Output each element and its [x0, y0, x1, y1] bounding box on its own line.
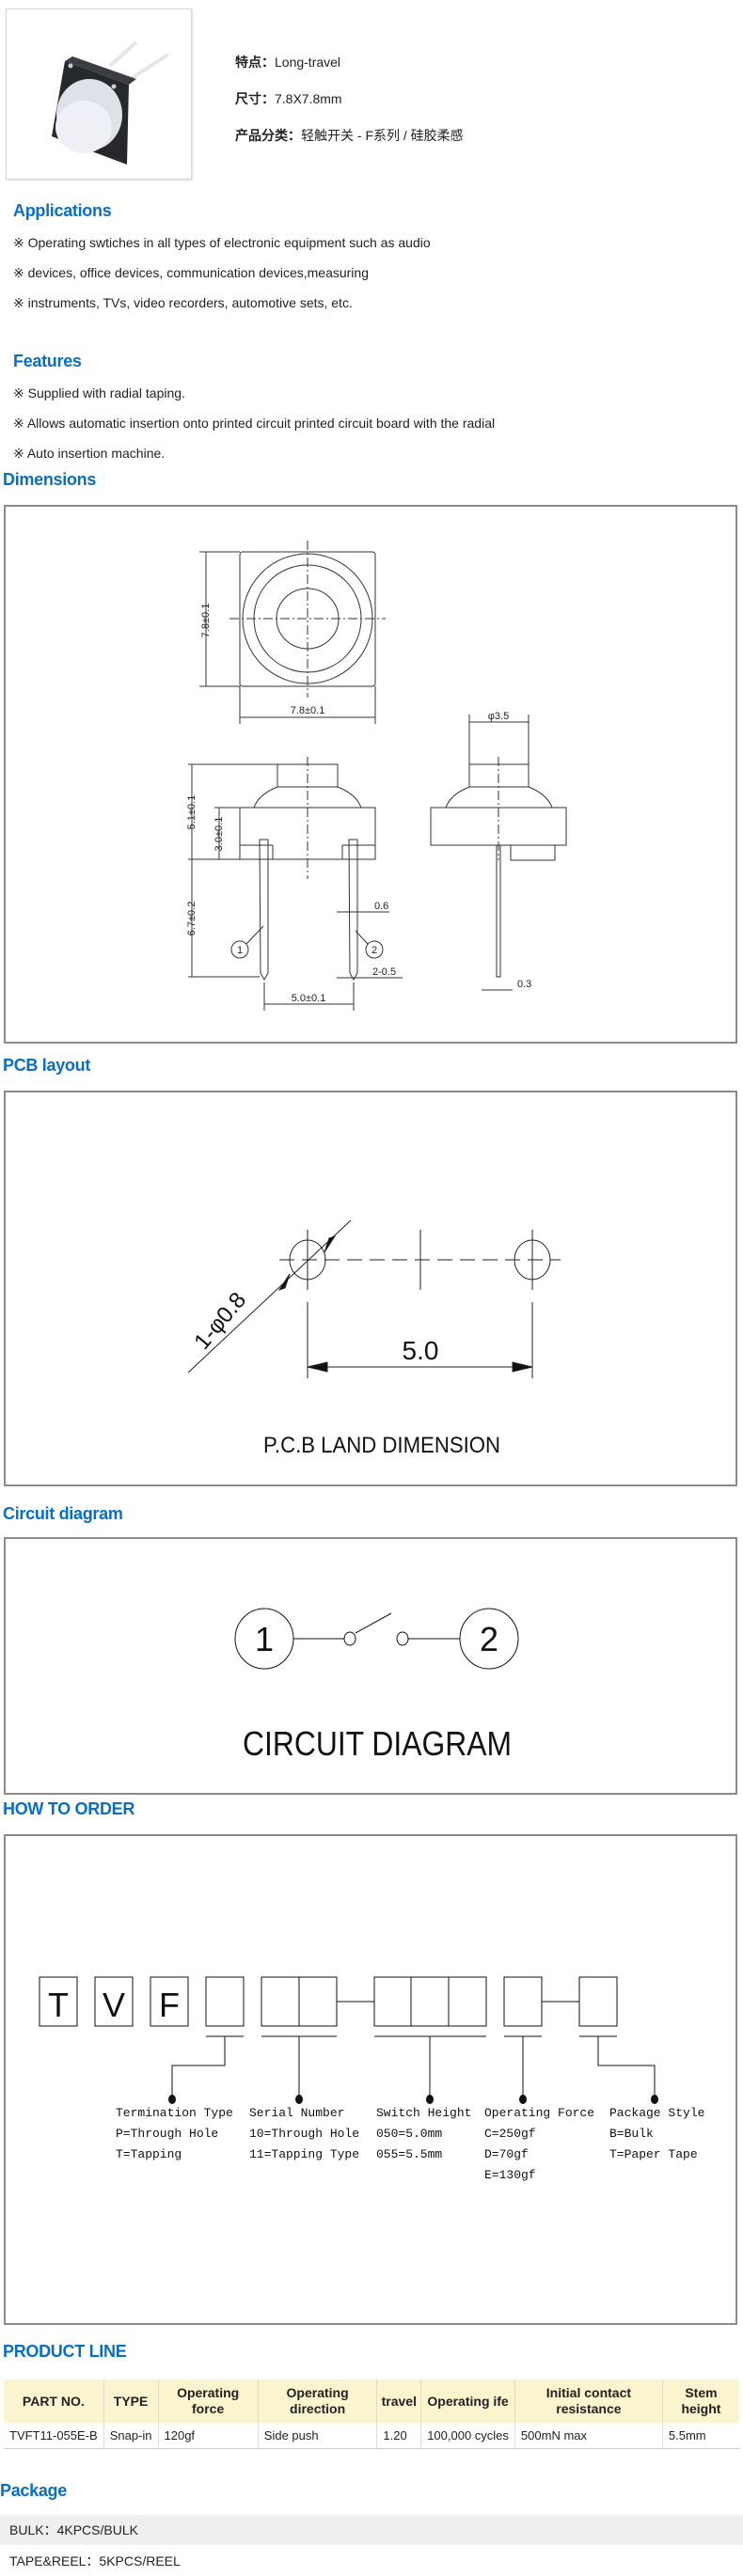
order-option: 050=5.0mm [376, 2127, 443, 2141]
order-option: E=130gf [484, 2168, 536, 2182]
order-option: B=Bulk [609, 2127, 654, 2141]
features-heading: Features [13, 352, 82, 370]
cell-operating-direction: Side push [258, 2423, 378, 2449]
cell-operating-life: 100,000 cycles [420, 2423, 515, 2449]
cell-stem-height: 5.5mm [662, 2423, 739, 2449]
dim-pin-width-label: 0.6 [374, 901, 388, 912]
order-option: D=70gf [484, 2147, 529, 2161]
col-contact-resistance: Initial contact resistance [514, 2380, 663, 2423]
order-code-diagram: T V F [39, 1976, 658, 2104]
order-group-title: Serial Number [249, 2106, 345, 2120]
dim-thickness-label: 0.3 [517, 979, 531, 990]
package-tape-reel: TAPE&REEL：5KPCS/REEL [9, 2553, 181, 2568]
dim-body-label: 3.0±0.1 [213, 817, 225, 852]
cell-contact-resistance: 500mN max [514, 2423, 663, 2449]
package-bulk: BULK：4KPCS/BULK [0, 2515, 743, 2545]
col-operating-life: Operating ife [420, 2380, 515, 2423]
product-line-heading: PRODUCT LINE [3, 2342, 127, 2361]
dimensions-heading: Dimensions [3, 470, 97, 489]
feature-line: ※ Allows automatic insertion onto printe… [13, 416, 496, 431]
order-group-serial: Serial Number 10=Through Hole 11=Tapping… [249, 2103, 359, 2165]
product-image [6, 8, 192, 180]
order-option: 11=Tapping Type [249, 2147, 360, 2161]
circuit-drawing-frame: 1 2 CIRCUIT DIAGRAM [4, 1537, 737, 1795]
spec-value: Long-travel [275, 55, 341, 70]
order-letter-v: V [103, 1986, 125, 2024]
col-operating-direction: Operating direction [258, 2380, 378, 2423]
col-part-no: PART NO. [4, 2380, 104, 2423]
spec-label: 产品分类： [235, 128, 301, 143]
table-header-row: PART NO. TYPE Operating force Operating … [4, 2380, 739, 2423]
col-type: TYPE [103, 2380, 159, 2423]
pcb-heading: PCB layout [3, 1056, 91, 1075]
circuit-pin1-label: 1 [255, 1620, 274, 1658]
spec-label: 特点： [235, 55, 275, 70]
pcb-caption: P.C.B LAND DIMENSION [263, 1433, 500, 1458]
product-line-table: PART NO. TYPE Operating force Operating … [4, 2380, 739, 2449]
order-option: T=Tapping [116, 2147, 182, 2161]
circuit-caption: CIRCUIT DIAGRAM [243, 1724, 512, 1763]
applications-heading: Applications [13, 201, 112, 220]
order-group-title: Switch Height [376, 2106, 472, 2120]
dim-pitch-label: 5.0±0.1 [292, 993, 326, 1004]
circuit-heading: Circuit diagram [3, 1504, 123, 1523]
dim-pin-tip-label: 2-0.5 [372, 966, 396, 978]
pin1-label: 1 [237, 945, 243, 956]
order-letter-f: F [159, 1986, 180, 2024]
col-stem-height: Stem height [662, 2380, 739, 2423]
order-option: C=250gf [484, 2127, 536, 2141]
application-line: ※ Operating swtiches in all types of ele… [13, 235, 431, 250]
dimensions-drawing-frame: 7.8±0.1 7.8±0.1 φ3.5 5.1±0.1 3.0±0.1 6.7… [4, 505, 737, 1044]
spec-category: 产品分类：轻触开关 - F系列 / 硅胶柔感 [235, 126, 464, 145]
dim-width-label: 7.8±0.1 [291, 705, 325, 716]
pitch-label: 5.0 [403, 1336, 439, 1365]
order-option: P=Through Hole [116, 2127, 219, 2141]
spec-value: 轻触开关 - F系列 / 硅胶柔感 [301, 128, 464, 143]
col-travel: travel [376, 2380, 422, 2423]
feature-line: ※ Supplied with radial taping. [13, 385, 185, 401]
order-code-frame: T V F Termination Type P=Through Hole T=… [4, 1834, 737, 2325]
table-row: TVFT11-055E-B Snap-in 120gf Side push 1.… [4, 2423, 739, 2449]
spec-label: 尺寸： [235, 91, 275, 106]
order-option: 055=5.5mm [376, 2147, 443, 2161]
dim-total-label: 5.1±0.1 [186, 795, 198, 830]
order-option: T=Paper Tape [609, 2147, 698, 2161]
dimension-drawing: 7.8±0.1 7.8±0.1 φ3.5 5.1±0.1 3.0±0.1 6.7… [186, 541, 567, 1011]
application-line: ※ instruments, TVs, video recorders, aut… [13, 295, 353, 310]
how-to-order-heading: HOW TO ORDER [3, 1799, 135, 1818]
package-heading: Package [0, 2481, 67, 2500]
cell-travel: 1.20 [376, 2423, 422, 2449]
application-line: ※ devices, office devices, communication… [13, 265, 369, 280]
dim-stem-label: φ3.5 [488, 711, 509, 722]
cell-operating-force: 120gf [158, 2423, 259, 2449]
order-group-height: Switch Height 050=5.0mm 055=5.5mm [376, 2103, 471, 2165]
tact-switch-photo [52, 40, 170, 165]
circuit-diagram: 1 2 CIRCUIT DIAGRAM [234, 1608, 519, 1763]
col-operating-force: Operating force [158, 2380, 259, 2423]
cell-part-no: TVFT11-055E-B [4, 2423, 104, 2449]
spec-size: 尺寸：7.8X7.8mm [235, 89, 342, 108]
order-group-package: Package Style B=Bulk T=Paper Tape [609, 2103, 704, 2165]
spec-value: 7.8X7.8mm [275, 91, 342, 106]
pcb-drawing-frame: 1-φ0.8 5.0 P.C.B LAND DIMENSION [4, 1091, 737, 1486]
order-group-force: Operating Force C=250gf D=70gf E=130gf [484, 2103, 594, 2186]
order-option: 10=Through Hole [249, 2127, 360, 2141]
order-letter-t: T [48, 1986, 69, 2024]
spec-features: 特点：Long-travel [235, 53, 340, 71]
order-group-termination: Termination Type P=Through Hole T=Tappin… [116, 2103, 233, 2165]
dim-height-label: 7.8±0.1 [200, 604, 212, 638]
dim-pin-length-label: 6.7±0.2 [186, 902, 198, 936]
order-group-title: Operating Force [484, 2106, 595, 2120]
order-group-title: Termination Type [116, 2106, 233, 2120]
pcb-land-drawing: 1-φ0.8 5.0 P.C.B LAND DIMENSION [187, 1219, 561, 1458]
order-group-title: Package Style [609, 2106, 705, 2120]
hole-diameter-label: 1-φ0.8 [189, 1288, 251, 1355]
pin2-label: 2 [372, 945, 377, 956]
feature-line: ※ Auto insertion machine. [13, 446, 166, 461]
circuit-pin2-label: 2 [480, 1620, 498, 1658]
cell-type: Snap-in [103, 2423, 159, 2449]
